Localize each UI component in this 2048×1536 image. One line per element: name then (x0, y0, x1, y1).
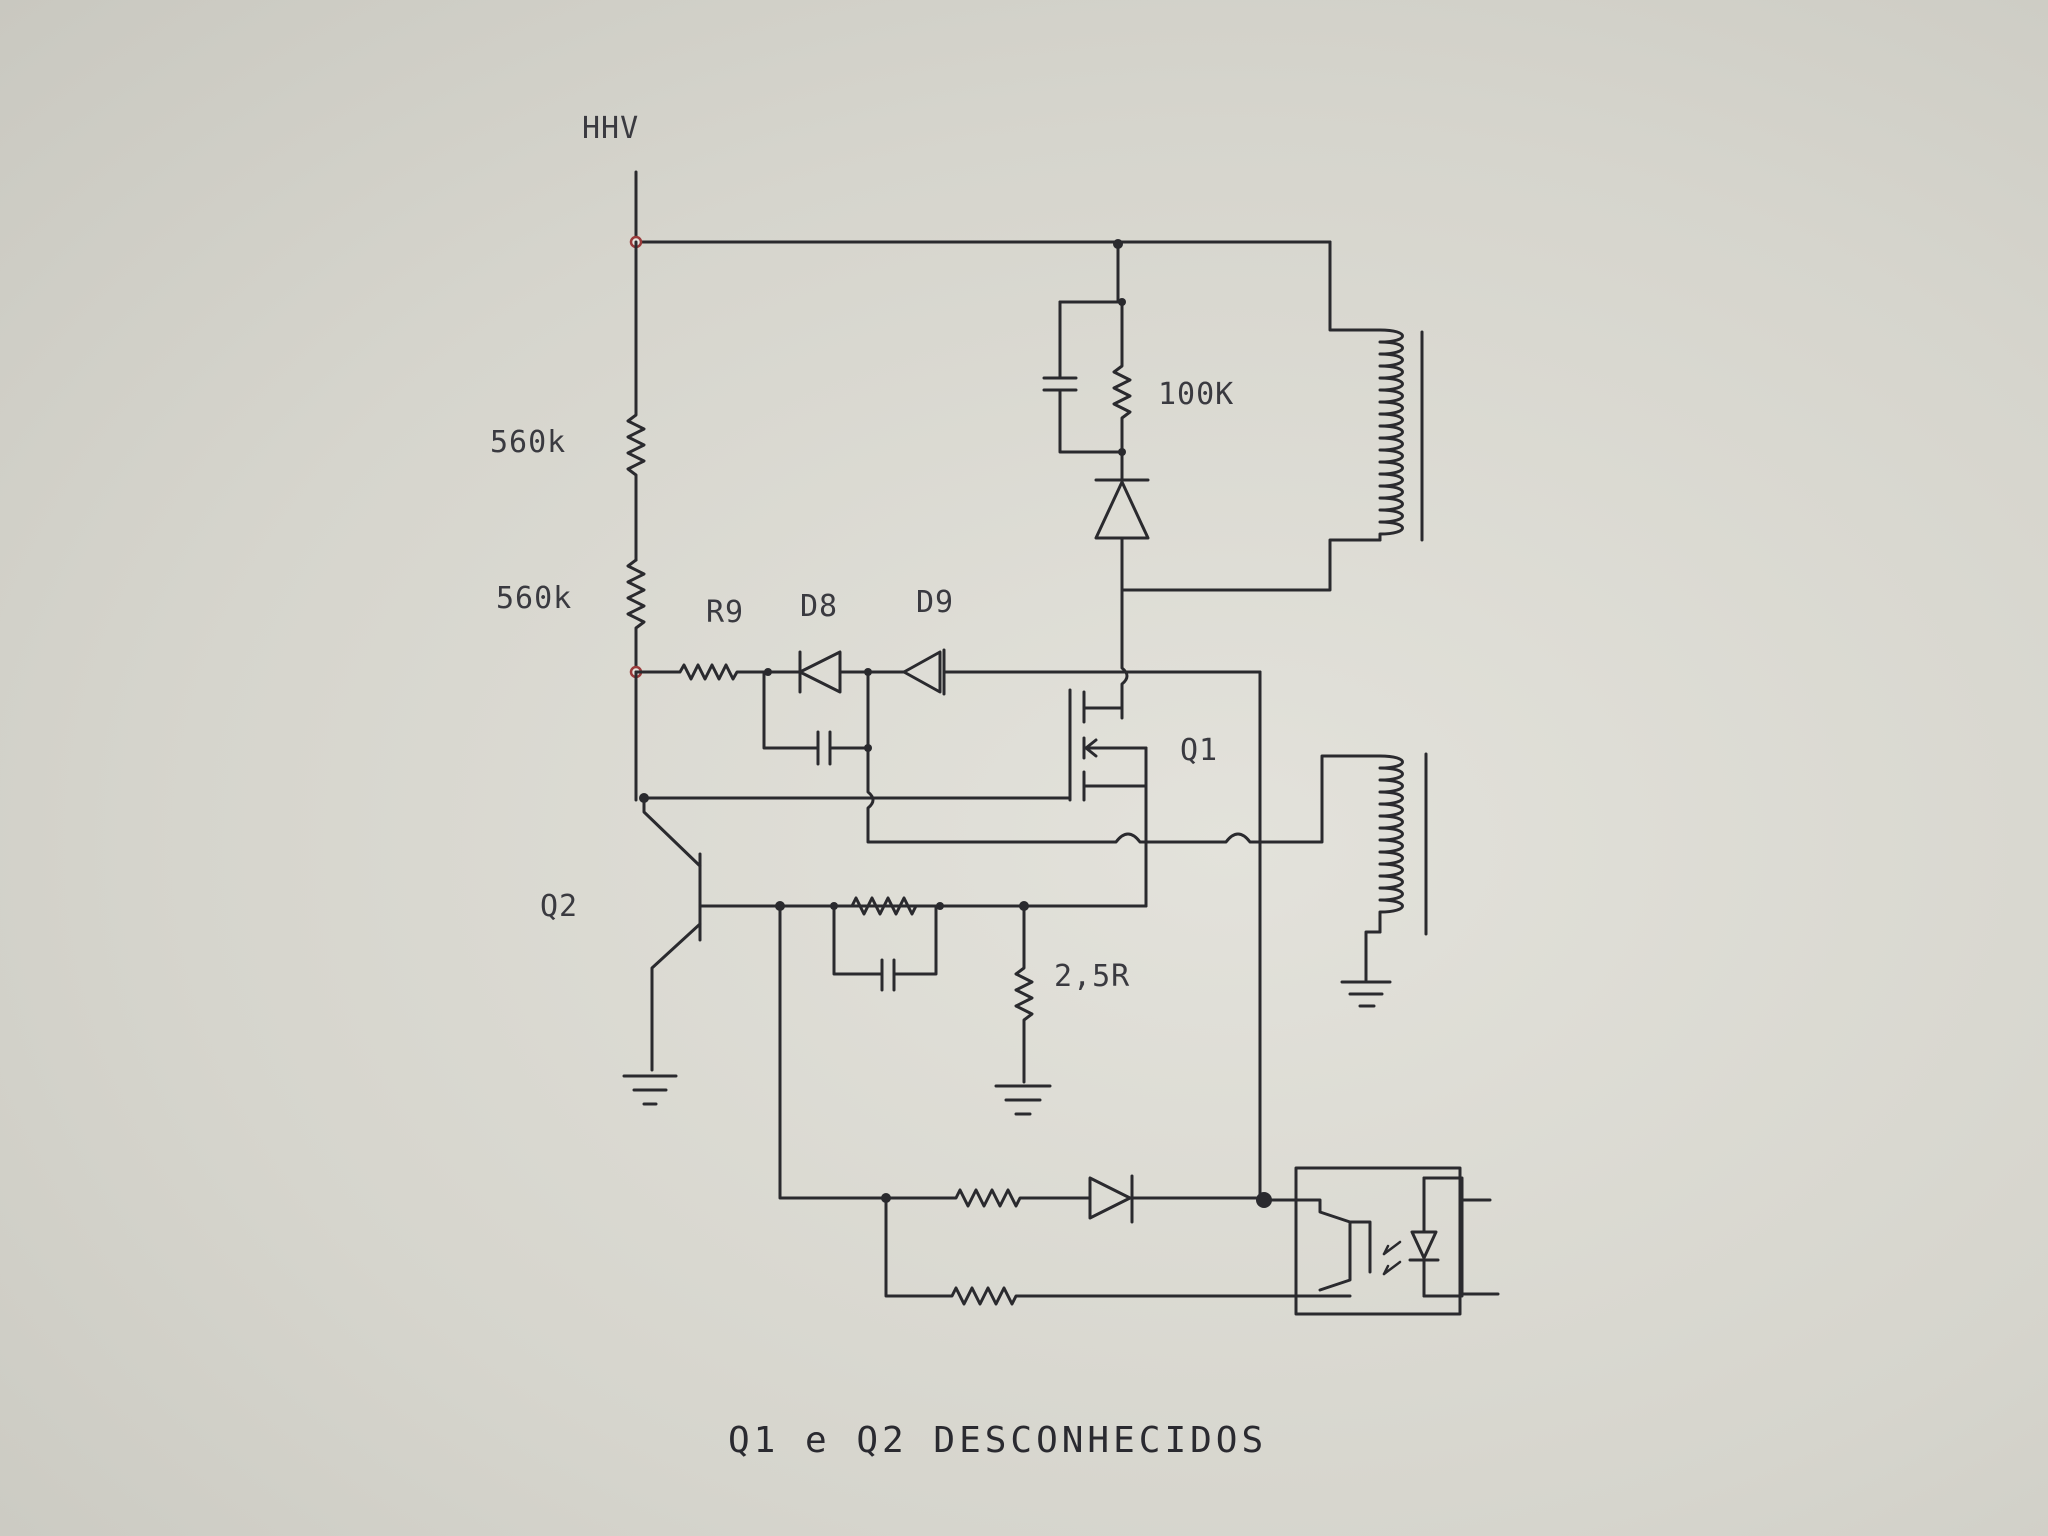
capacitor-d8-bypass (762, 670, 872, 766)
diode-d8 (766, 650, 872, 694)
transformer-primary (1120, 240, 1424, 592)
bjt-q2 (642, 796, 1148, 1072)
feedback-network (778, 904, 1302, 1306)
label-hhv: HHV (582, 111, 639, 146)
label-q1: Q1 (1180, 733, 1218, 768)
label-2-5r: 2,5R (1054, 959, 1130, 994)
hhv-rail (629, 170, 1332, 249)
diode-snubber (1094, 478, 1150, 592)
optocoupler (1262, 1166, 1500, 1316)
resistor-560k-top (626, 240, 646, 562)
resistor-560k-mid (626, 558, 646, 679)
label-r-top: 560k (490, 425, 566, 460)
label-d8: D8 (800, 589, 838, 624)
label-r9: R9 (706, 595, 744, 630)
label-q2: Q2 (540, 889, 578, 924)
caption-text: Q1 e Q2 DESCONHECIDOS (728, 1420, 1267, 1461)
ground-sense (994, 1084, 1052, 1116)
resistor-r9 (634, 663, 772, 681)
base-rc-network (775, 896, 1029, 992)
snubber-network (1042, 239, 1132, 482)
diode-d9 (866, 648, 1262, 696)
resistor-2-5r (1014, 904, 1034, 1084)
label-d9: D9 (916, 585, 954, 620)
gate-drive-line (866, 746, 1428, 982)
ground-aux (1340, 980, 1392, 1008)
label-r-mid: 560k (496, 581, 572, 616)
mosfet-q1 (1068, 588, 1148, 908)
label-100k: 100K (1158, 377, 1234, 412)
ground-q2 (622, 1074, 678, 1106)
node-q2-collector (634, 670, 1072, 803)
